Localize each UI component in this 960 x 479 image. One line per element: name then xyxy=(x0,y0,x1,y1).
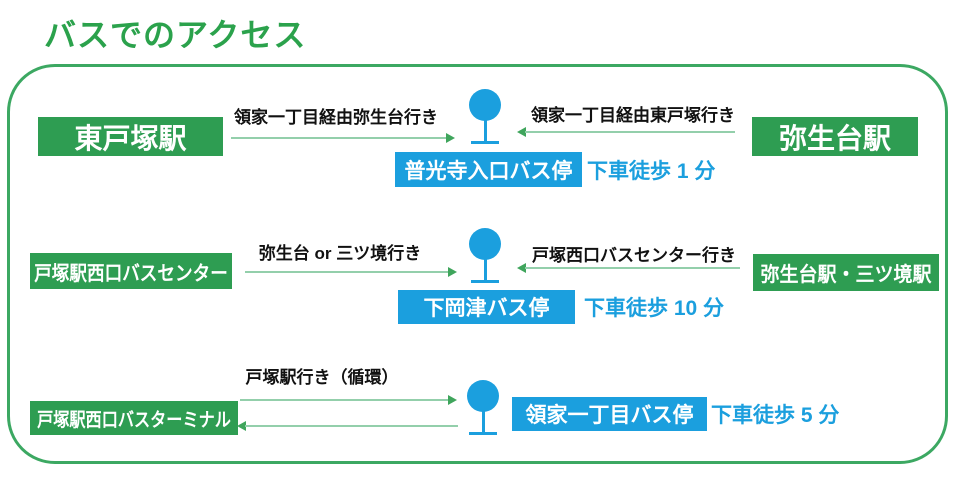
bus-stop-sign-ball xyxy=(467,380,499,412)
station-label: 戸塚駅西口バスセンター xyxy=(34,262,228,285)
outbound-route-label-route2: 弥生台 or 三ツ境行き xyxy=(258,244,422,263)
station-label: 弥生台駅 xyxy=(778,122,891,154)
bus-stop-sign-ball xyxy=(469,89,501,121)
outbound-arrow-head-icon xyxy=(448,395,457,405)
station-label: 弥生台駅・三ツ境駅 xyxy=(760,264,932,286)
station-box-route3-left: 戸塚駅西口バスターミナル xyxy=(30,401,238,435)
bus-stop-name: 領家一丁目バス停 xyxy=(525,404,694,427)
bus-stop-name-box-route1: 普光寺入口バス停 xyxy=(395,152,582,187)
bus-stop-name-box-route3: 領家一丁目バス停 xyxy=(512,397,707,431)
bus-stop-sign-base xyxy=(471,141,499,144)
bus-stop-icon xyxy=(469,228,501,286)
outbound-arrow-head-icon xyxy=(446,133,455,143)
outbound-arrow-line-route2 xyxy=(245,271,448,273)
diagram-frame xyxy=(7,64,948,464)
station-label: 戸塚駅西口バスターミナル xyxy=(37,409,231,431)
bus-stop-name: 普光寺入口バス停 xyxy=(404,159,573,183)
walk-time-note-route1: 下車徒歩 1 分 xyxy=(587,159,716,183)
page-title: バスでのアクセス xyxy=(44,17,307,53)
outbound-arrow-head-icon xyxy=(448,267,457,277)
bus-stop-sign-stem xyxy=(483,119,487,143)
bus-stop-name-box-route2: 下岡津バス停 xyxy=(398,290,575,324)
return-arrow-line-route1 xyxy=(525,131,735,133)
bus-stop-icon xyxy=(469,89,501,147)
outbound-arrow-line-route1 xyxy=(231,137,446,139)
return-route-label-route1: 領家一丁目経由東戸塚行き xyxy=(531,106,735,125)
return-arrow-line-route3 xyxy=(245,425,458,427)
station-box-route2-left: 戸塚駅西口バスセンター xyxy=(30,253,232,289)
bus-stop-sign-stem xyxy=(481,410,485,434)
return-route-label-route2: 戸塚西口バスセンター行き xyxy=(532,246,736,265)
bus-stop-sign-base xyxy=(469,432,497,435)
outbound-route-label-route1: 領家一丁目経由弥生台行き xyxy=(234,108,438,127)
bus-stop-name: 下岡津バス停 xyxy=(423,297,550,320)
return-arrow-line-route2 xyxy=(525,267,740,269)
outbound-arrow-line-route3 xyxy=(240,399,448,401)
walk-time-note-route2: 下車徒歩 10 分 xyxy=(584,297,725,320)
bus-stop-sign-base xyxy=(471,280,499,283)
station-label: 東戸塚駅 xyxy=(74,122,187,154)
return-arrow-head-icon xyxy=(237,421,246,431)
bus-stop-sign-stem xyxy=(483,258,487,282)
station-box-route1-left: 東戸塚駅 xyxy=(38,117,223,156)
station-box-route1-right: 弥生台駅 xyxy=(752,117,918,156)
station-box-route2-right: 弥生台駅・三ツ境駅 xyxy=(753,254,939,291)
bus-stop-icon xyxy=(467,380,499,438)
walk-time-note-route3: 下車徒歩 5 分 xyxy=(711,404,840,427)
bus-stop-sign-ball xyxy=(469,228,501,260)
return-arrow-head-icon xyxy=(517,263,526,273)
return-arrow-head-icon xyxy=(517,127,526,137)
outbound-route-label-route3: 戸塚駅行き（循環） xyxy=(245,368,399,387)
